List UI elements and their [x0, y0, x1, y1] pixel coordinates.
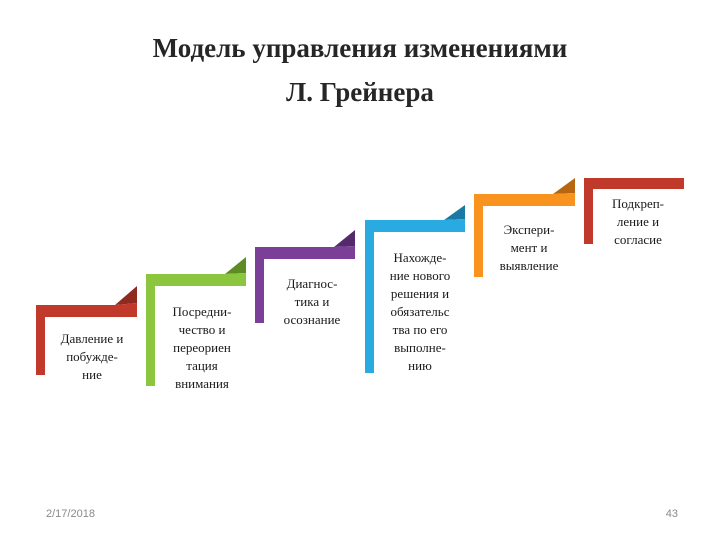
- step-text-line: Диагнос-: [286, 276, 338, 291]
- step-label-4: Нахожде- ние нового решения и обязательс…: [374, 249, 466, 375]
- step-bracket: [584, 178, 684, 189]
- slide-subtitle: Л. Грейнера: [286, 77, 434, 107]
- step-fold: [444, 205, 465, 220]
- step-fold: [553, 178, 575, 194]
- step-shape-2: [146, 257, 246, 386]
- step-text-line: решения и: [390, 286, 450, 301]
- step-side: [146, 286, 155, 386]
- step-text-line: ние: [82, 367, 102, 382]
- step-label-1: Давление и побужде- ние: [46, 330, 138, 384]
- step-label-6: Подкреп- ление и согласие: [592, 195, 684, 249]
- step-label-5: Экспери- мент и выявление: [483, 221, 575, 275]
- step-text-line: Давление и: [60, 331, 124, 346]
- step-text-line: тика и: [294, 294, 330, 309]
- step-text-line: тация: [186, 358, 218, 373]
- step-text-line: внимания: [175, 376, 229, 391]
- step-shape-6: [584, 178, 684, 244]
- step-bracket: [36, 303, 137, 317]
- step-side: [36, 317, 45, 375]
- step-fold: [225, 257, 246, 274]
- slide-title: Модель управления изменениями: [152, 33, 568, 63]
- step-shape-5: [474, 178, 575, 277]
- step-text-line: мент и: [510, 240, 548, 255]
- step-text-line: ние нового: [389, 268, 451, 283]
- step-bracket: [146, 273, 246, 286]
- step-bracket: [365, 219, 465, 232]
- step-text-line: тва по его: [392, 322, 448, 337]
- step-bracket: [474, 193, 575, 206]
- step-text-line: побужде-: [66, 349, 118, 364]
- page-number: 43: [665, 508, 678, 520]
- step-text-line: Экспери-: [503, 222, 555, 237]
- step-text-line: обязательс: [390, 304, 450, 319]
- step-side: [584, 178, 593, 244]
- step-side: [365, 232, 374, 373]
- step-text-line: нию: [408, 358, 432, 373]
- step-fold: [115, 286, 137, 305]
- step-text-line: выполне-: [394, 340, 446, 355]
- step-side: [474, 206, 483, 277]
- step-shape-4: [365, 205, 465, 373]
- step-text-line: переориен: [173, 340, 231, 355]
- step-text-line: Посредни-: [172, 304, 232, 319]
- step-text-line: выявление: [499, 258, 559, 273]
- step-shape-3: [255, 230, 355, 323]
- step-bracket: [255, 246, 355, 259]
- step-text-line: чество и: [178, 322, 226, 337]
- step-side: [255, 259, 264, 323]
- step-label-2: Посредни- чество и переориен тация внима…: [156, 303, 248, 393]
- step-text-line: Нахожде-: [393, 250, 447, 265]
- step-text-line: Подкреп-: [612, 196, 664, 211]
- step-text-line: осознание: [283, 312, 341, 327]
- step-label-3: Диагнос- тика и осознание: [266, 275, 358, 329]
- step-shape-1: [36, 286, 137, 375]
- step-text-line: ление и: [616, 214, 660, 229]
- slide-date: 2/17/2018: [46, 508, 95, 520]
- step-fold: [334, 230, 355, 247]
- step-text-line: согласие: [614, 232, 662, 247]
